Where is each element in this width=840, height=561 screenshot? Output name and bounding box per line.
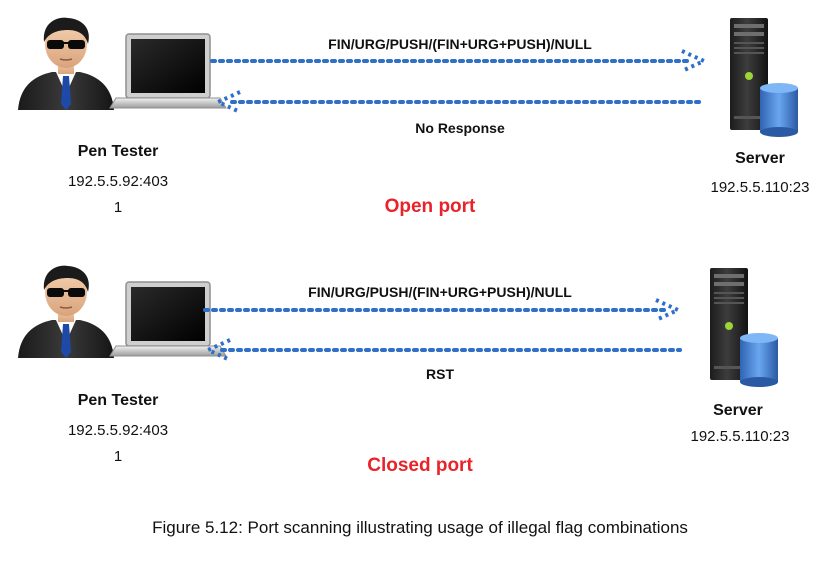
client-name: Pen Tester	[77, 392, 159, 409]
laptop-icon	[109, 33, 227, 109]
pen-tester-person-icon	[17, 264, 115, 359]
result-label: Open port	[384, 196, 476, 217]
request-label: FIN/URG/PUSH/(FIN+URG+PUSH)/NULL	[308, 284, 572, 300]
request-label: FIN/URG/PUSH/(FIN+URG+PUSH)/NULL	[328, 36, 592, 52]
response-label: RST	[426, 366, 454, 382]
client-name: Pen Tester	[77, 143, 159, 160]
server-icon	[710, 268, 778, 387]
client-ip-suffix: 1	[113, 199, 123, 216]
response-label: No Response	[415, 120, 505, 136]
laptop-icon	[109, 281, 227, 357]
server-ip: 192.5.5.110:23	[690, 428, 790, 445]
server-icon	[730, 18, 798, 137]
request-arrowhead	[681, 49, 709, 73]
client-ip: 192.5.5.92:403	[67, 422, 169, 439]
request-arrowhead	[655, 298, 683, 322]
response-arrowhead	[213, 90, 241, 114]
client-ip: 192.5.5.92:403	[67, 173, 169, 190]
figure-caption: Figure 5.12: Port scanning illustrating …	[152, 518, 688, 537]
result-label: Closed port	[367, 455, 473, 476]
response-arrowhead	[203, 338, 231, 362]
server-name: Server	[713, 402, 763, 419]
server-name: Server	[735, 150, 785, 167]
server-ip: 192.5.5.110:23	[710, 179, 810, 196]
pen-tester-person-icon	[17, 16, 115, 111]
client-ip-suffix: 1	[113, 448, 123, 465]
